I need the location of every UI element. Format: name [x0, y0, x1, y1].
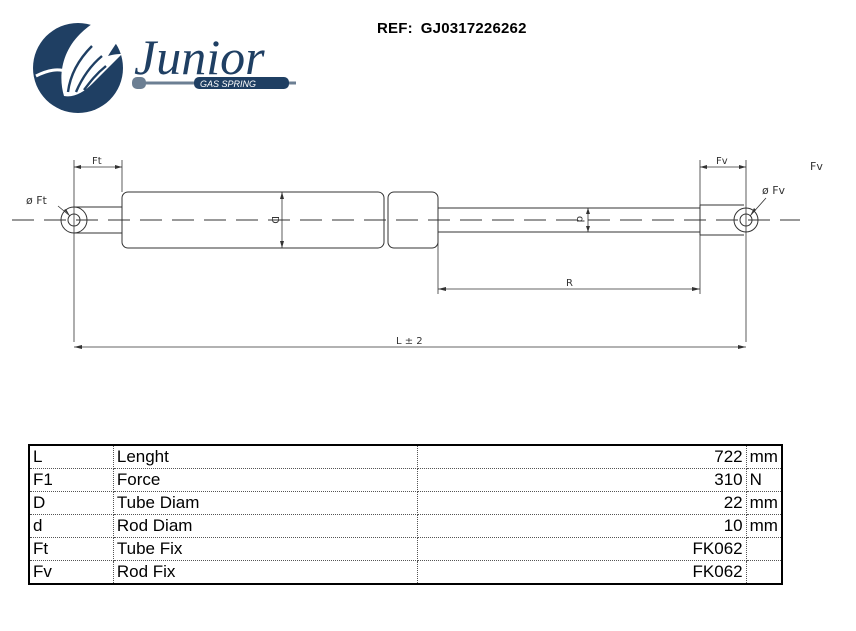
spec-code: d: [29, 514, 114, 538]
label-fv-top: Fv: [716, 156, 728, 167]
label-phi-ft: ø Ft: [26, 194, 48, 207]
spec-value: 310: [417, 468, 747, 492]
spec-description: Rod Diam: [113, 514, 419, 538]
spec-description: Lenght: [113, 445, 419, 469]
spec-code: Ft: [29, 537, 114, 561]
spec-unit: mm: [746, 491, 783, 515]
ref-label: REF:: [377, 20, 413, 37]
label-tube-d: D: [269, 216, 280, 224]
label-ft-top: Ft: [92, 156, 102, 167]
ref-code: GJ0317226262: [420, 20, 527, 37]
spec-unit: [746, 537, 783, 561]
spec-description: Tube Fix: [113, 537, 419, 561]
spec-description: Rod Fix: [113, 560, 419, 584]
spec-code: L: [29, 445, 114, 469]
wing-icon: [61, 6, 128, 97]
spec-value: 10: [417, 514, 747, 538]
spec-unit: [746, 560, 783, 584]
spec-unit: mm: [746, 514, 783, 538]
label-rod-d: d: [574, 216, 585, 222]
brand-name: Junior: [134, 29, 265, 85]
spec-description: Force: [113, 468, 419, 492]
label-rod-length: R: [566, 278, 573, 289]
spec-value: 722: [417, 445, 747, 469]
label-fv-side: Fv: [810, 160, 823, 173]
brand-tagline: GAS SPRING: [200, 79, 256, 89]
spec-description: Tube Diam: [113, 491, 419, 515]
reference-line: REF: GJ0317226262: [377, 20, 527, 37]
spec-value: FK062: [417, 537, 747, 561]
spec-code: D: [29, 491, 114, 515]
spec-value: FK062: [417, 560, 747, 584]
label-total-length: L ± 2: [396, 336, 423, 347]
spec-value: 22: [417, 491, 747, 515]
spec-unit: mm: [746, 445, 783, 469]
spec-unit: N: [746, 468, 783, 492]
gas-spring-drawing: Ft Fv Fv ø Ft ø Fv D d R L ± 2: [12, 156, 823, 349]
junior-gas-spring-logo: Junior GAS SPRING: [33, 6, 296, 113]
tube-body: [121, 191, 385, 249]
label-phi-fv: ø Fv: [762, 184, 786, 197]
spec-code: F1: [29, 468, 114, 492]
spec-code: Fv: [29, 560, 114, 584]
